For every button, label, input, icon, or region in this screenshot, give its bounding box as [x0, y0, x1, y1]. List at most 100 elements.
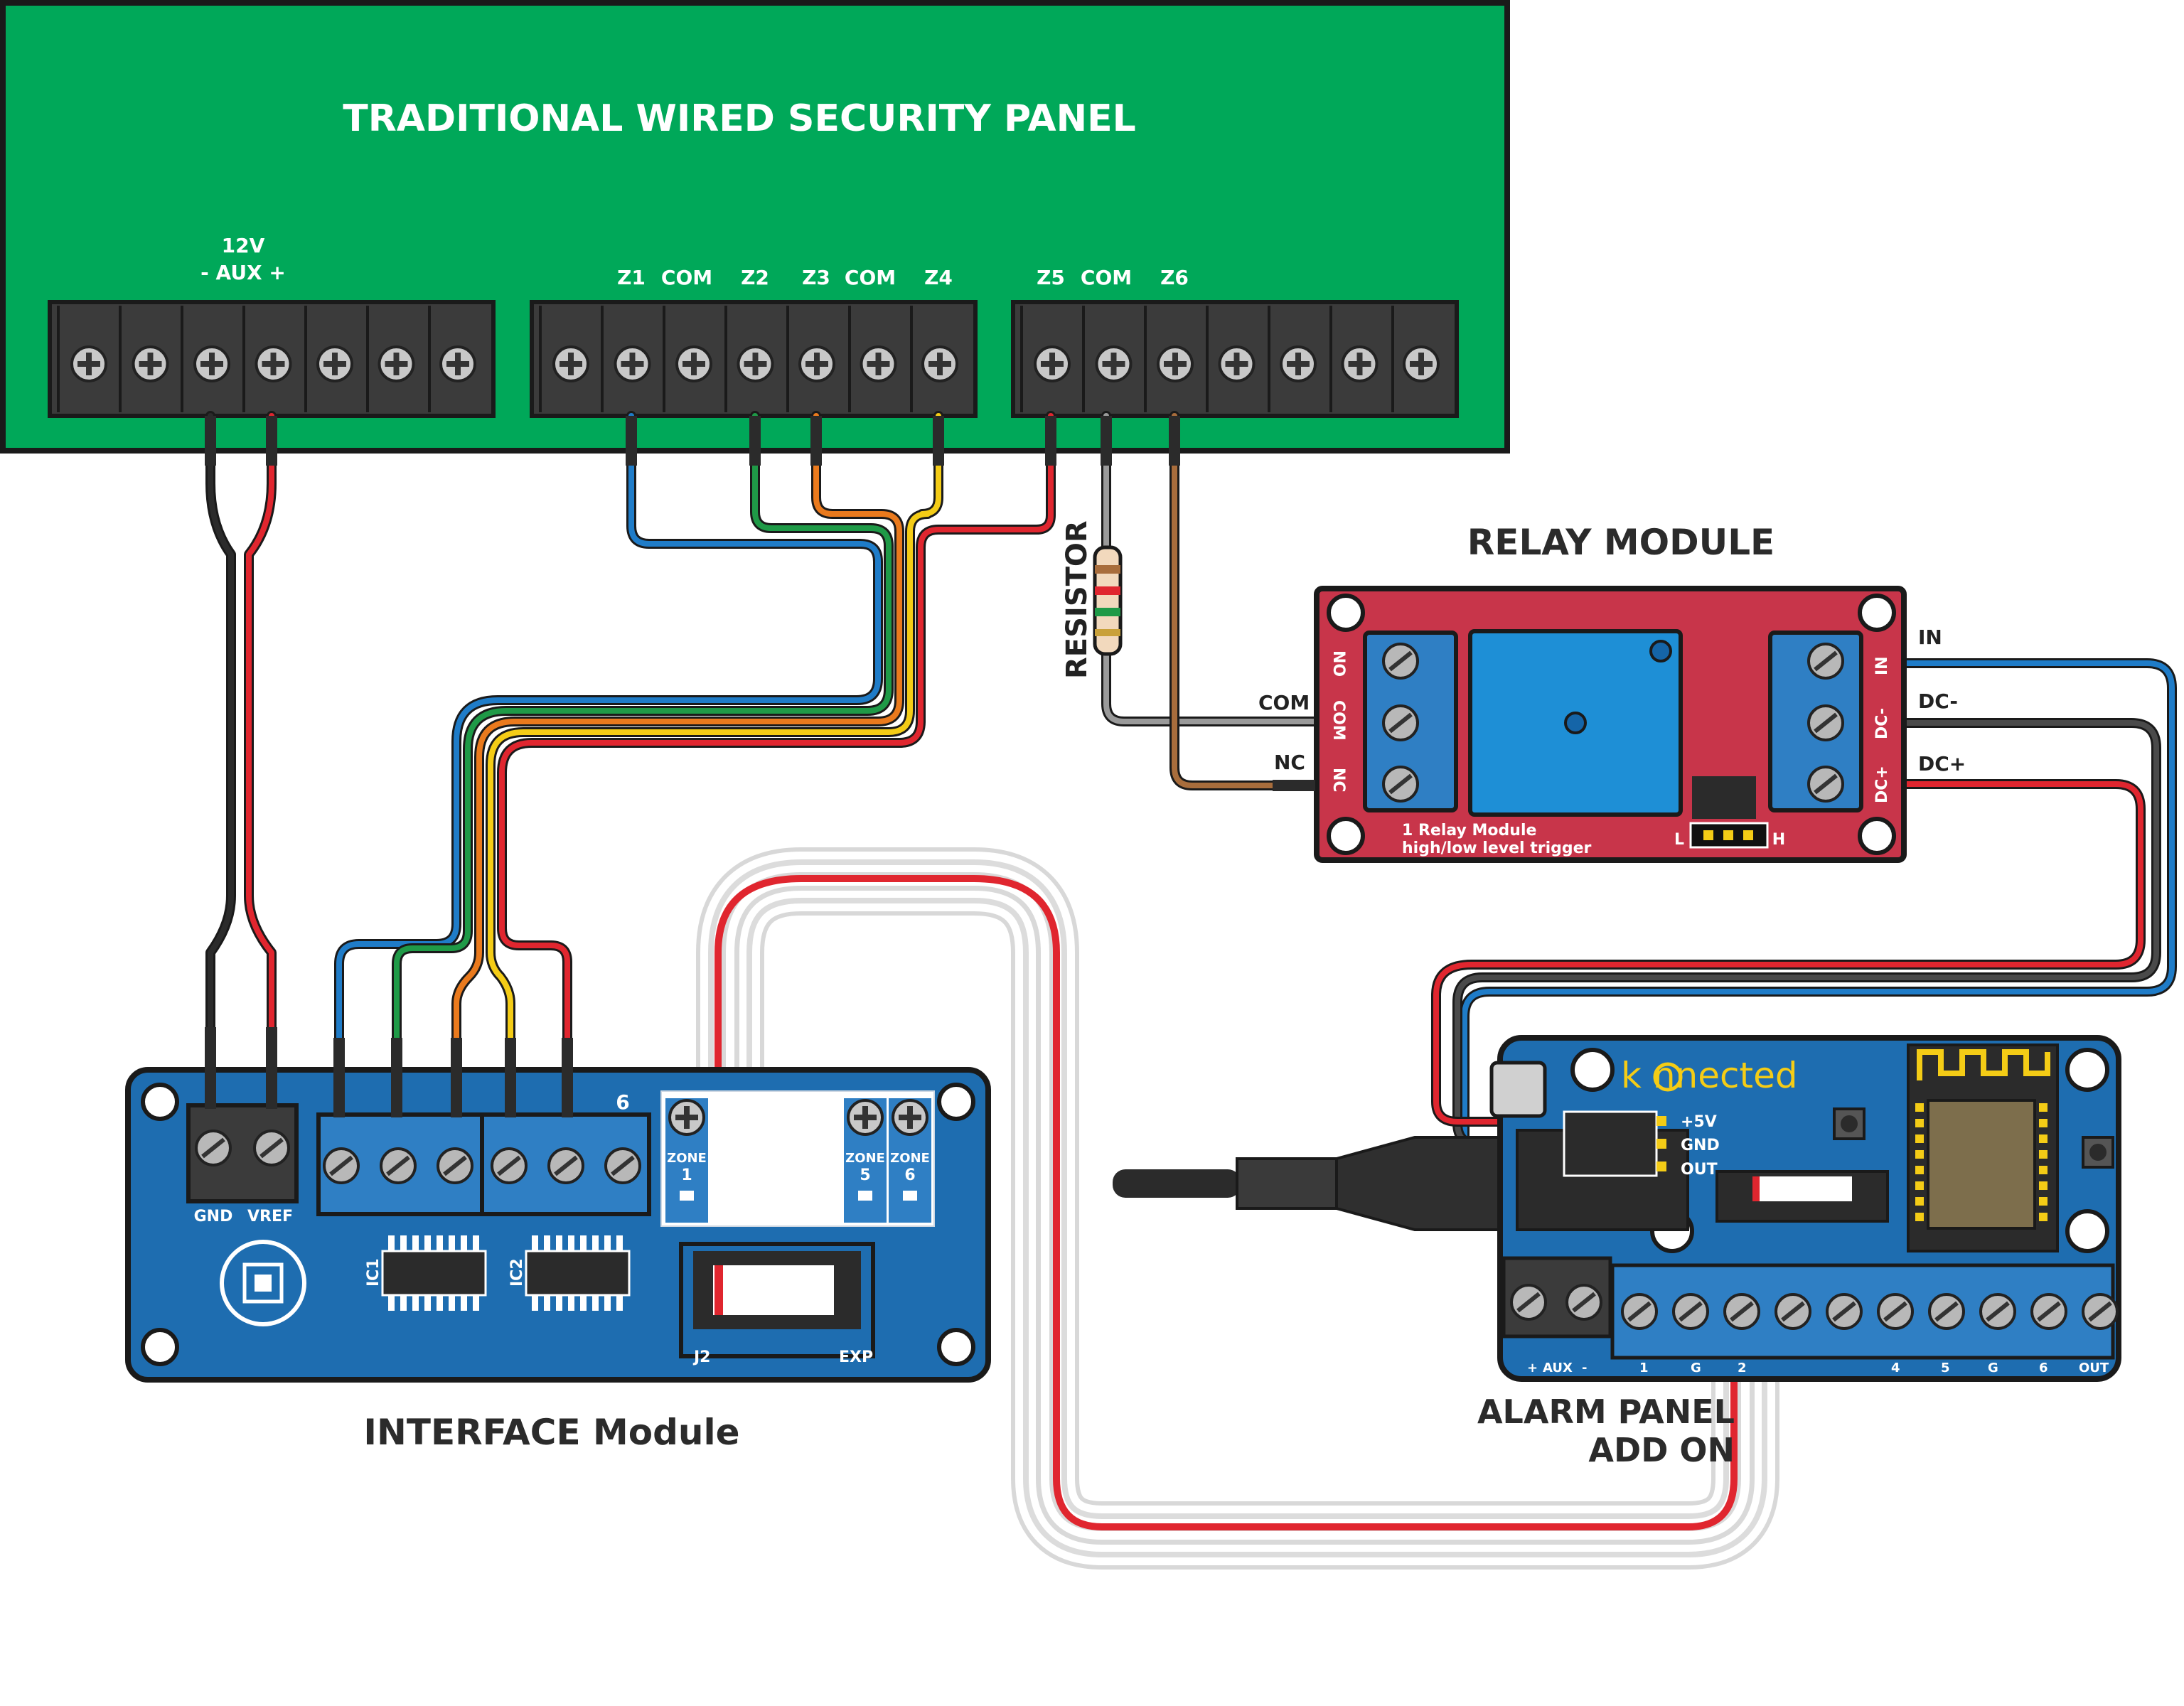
chip-pin: [532, 1235, 538, 1251]
pin-z1: [626, 416, 637, 466]
relay-board-label-in: IN: [1873, 656, 1891, 675]
wire-dcp-red: [1433, 781, 2143, 1125]
interface-zone-screw-2: [381, 1149, 415, 1183]
addon-label-6: 6: [2039, 1361, 2048, 1375]
relay-mount-hole-tr: [1858, 594, 1896, 632]
wire-aux-black: [208, 413, 234, 1041]
esp-pad: [2039, 1181, 2048, 1190]
terminal-screw-icon: [798, 345, 835, 382]
chip-pins: [388, 1235, 623, 1311]
wire-com-grey: [1103, 413, 1339, 724]
terminal-divider: [119, 306, 122, 412]
terminal-divider: [181, 306, 183, 412]
addon-brand-o-icon: [1653, 1062, 1683, 1092]
chip-pin: [473, 1295, 479, 1311]
addon-reset-button[interactable]: [1833, 1107, 1866, 1140]
interface-zone-screw-1: [324, 1149, 358, 1183]
relay-pin-label-dcp: DC+: [1918, 752, 1966, 776]
addon-header-pin-1: [1656, 1116, 1666, 1126]
zone-switch-1-screw: [668, 1099, 705, 1136]
interface-label-exp: EXP: [839, 1348, 873, 1366]
chip-pin: [556, 1235, 562, 1251]
zone-switch-5-word: ZONE: [845, 1151, 885, 1166]
relay-board-label-com: COM: [1329, 700, 1347, 741]
chip-pin: [388, 1235, 395, 1251]
zone-switch-1-num: 1: [681, 1166, 692, 1184]
relay-mount-hole-tl: [1327, 594, 1365, 632]
esp-pad: [1915, 1134, 1924, 1143]
interface-pin-z2: [391, 1038, 402, 1117]
esp-pad: [1915, 1119, 1924, 1127]
terminal-screw-icon: [921, 345, 958, 382]
interface-zone-screw-3: [438, 1149, 472, 1183]
wifi-module-shield: [1927, 1099, 2036, 1230]
zone-switch-5: ZONE 5: [844, 1098, 887, 1223]
chip-logo-icon: [220, 1240, 306, 1326]
relay-pin-label-nc: NC: [1274, 751, 1305, 774]
relay-board-label-nc: NC: [1329, 768, 1347, 793]
power-cable: [1113, 1169, 1241, 1198]
chip-pin: [400, 1235, 407, 1251]
relay-jumper-pin-2: [1723, 830, 1733, 840]
terminal-screw-icon: [1218, 345, 1256, 382]
wifi-module-pads: [1915, 1103, 2048, 1221]
terminal-divider: [1329, 306, 1332, 412]
pin-z4: [933, 416, 944, 466]
wire-z5-outline: [497, 411, 1056, 1043]
terminal-screw-icon: [439, 345, 476, 382]
relay-cube-dot-2: [1564, 712, 1587, 734]
addon-aux-screw-2: [1567, 1285, 1601, 1319]
addon-header-pin-3: [1656, 1162, 1666, 1171]
chip-pin: [388, 1295, 395, 1311]
addon-label-aux: AUX: [1543, 1361, 1573, 1375]
interface-exp-connector: [679, 1242, 875, 1358]
interface-mount-hole-br: [937, 1328, 975, 1366]
relay-pin-label-in: IN: [1918, 626, 1942, 649]
addon-pin-label-out: OUT: [1681, 1161, 1718, 1179]
relay-jumper-pin-3: [1743, 830, 1753, 840]
chip-pin: [604, 1235, 611, 1251]
addon-ribbon-plug: [1752, 1176, 1852, 1201]
chip-pin: [400, 1295, 407, 1311]
relay-jumper-h: H: [1772, 831, 1785, 849]
addon-label-g-2: G: [1988, 1361, 1998, 1375]
zone-label-z4: Z4: [924, 266, 953, 289]
terminal-screw-icon: [737, 345, 774, 382]
esp-pad: [1915, 1150, 1924, 1159]
addon-zone-screw-icon: [1827, 1294, 1861, 1329]
interface-mount-hole-bl: [141, 1328, 179, 1366]
relay-pin-label-com: COM: [1258, 691, 1310, 714]
wifi-antenna-icon: [1917, 1049, 2050, 1080]
chip-pin: [473, 1235, 479, 1251]
addon-flash-button-cap: [2089, 1144, 2107, 1161]
wire-aux-red: [246, 413, 274, 1041]
addon-mount-hole-tl: [1570, 1048, 1615, 1092]
addon-pin-label-gnd: GND: [1681, 1137, 1720, 1154]
alarm-addon: k nnected +5V GND OUT + AUX -: [1113, 1035, 2121, 1469]
interface-ribbon-plug-red: [714, 1265, 723, 1315]
chip-pin: [437, 1235, 443, 1251]
relay-module-title: RELAY MODULE: [1467, 522, 1774, 563]
interface-pin-z5: [562, 1038, 573, 1117]
resistor-label: RESISTOR: [1061, 520, 1093, 679]
aux-label-polarity: - AUX +: [200, 261, 286, 284]
chip-pin: [604, 1295, 611, 1311]
interface-screw-vref: [255, 1131, 289, 1165]
esp-pad: [1915, 1213, 1924, 1221]
zone-labels: Z1 COM Z2 Z3 COM Z4 Z5 COM Z6: [617, 266, 1189, 289]
relay-nc-pin: [1273, 780, 1315, 791]
chip-pin: [580, 1235, 587, 1251]
chip-pin: [580, 1295, 587, 1311]
addon-aux-screw-1: [1511, 1285, 1546, 1319]
terminal-screw-icon: [1095, 345, 1133, 382]
interface-zone-screw-5: [549, 1149, 583, 1183]
addon-zone-screw-icon: [1674, 1294, 1708, 1329]
relay-screw-dcn: [1809, 706, 1843, 740]
ic1-label: IC1: [365, 1258, 382, 1287]
zone-label-z6: Z6: [1160, 266, 1189, 289]
interface-label-gnd: GND: [194, 1208, 233, 1225]
esp-pad: [1915, 1103, 1924, 1112]
addon-pin-label-5v: +5V: [1681, 1113, 1717, 1131]
